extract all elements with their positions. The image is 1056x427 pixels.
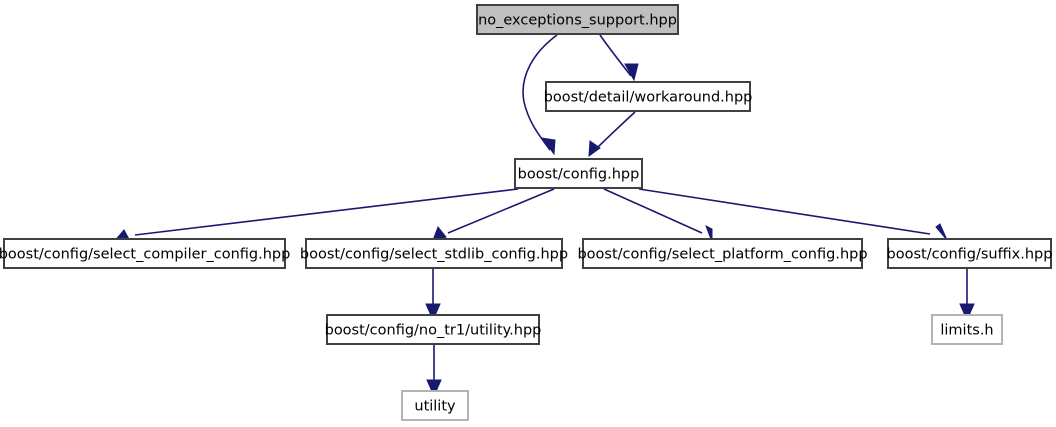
node-config[interactable]: boost/config.hpp — [514, 158, 643, 189]
node-box[interactable] — [3, 238, 286, 269]
node-label: limits.h — [940, 323, 993, 339]
node-limits_h[interactable]: limits.h — [931, 314, 1003, 345]
node-box[interactable] — [887, 238, 1052, 269]
arrowhead-icon — [959, 303, 975, 322]
edge-config-to-suffix — [638, 188, 948, 241]
edge-config-to-select_compiler — [111, 188, 519, 244]
node-select_compiler[interactable]: boost/config/select_compiler_config.hpp — [0, 238, 290, 269]
node-label: boost/detail/workaround.hpp — [544, 90, 753, 106]
node-label: utility — [414, 399, 456, 415]
edge-line — [594, 111, 636, 151]
edge-line — [638, 188, 931, 235]
node-box[interactable] — [545, 81, 751, 112]
node-label: boost/config/suffix.hpp — [887, 247, 1053, 263]
nodes-layer: no_exceptions_support.hpp boost/detail/wo… — [0, 4, 1053, 421]
arrowhead-icon — [935, 223, 948, 241]
edge-line — [447, 188, 555, 234]
node-select_stdlib[interactable]: boost/config/select_stdlib_config.hpp — [300, 238, 568, 269]
edge-no_tr1_utility-to-utility — [426, 345, 442, 398]
arrowhead-icon — [426, 379, 442, 398]
node-box[interactable] — [326, 314, 540, 345]
edge-config-to-select_platform — [603, 188, 713, 243]
node-box[interactable] — [931, 314, 1003, 345]
node-root[interactable]: no_exceptions_support.hpp — [476, 4, 679, 35]
edge-suffix-to-limits_h — [959, 269, 975, 322]
edge-line — [603, 188, 703, 234]
node-label: boost/config/select_platform_config.hpp — [577, 247, 867, 263]
edge-line — [599, 34, 632, 77]
edge-select_stdlib-to-no_tr1_utility — [425, 269, 441, 322]
node-label: boost/config/select_compiler_config.hpp — [0, 247, 290, 263]
edge-root-to-workaround — [599, 34, 639, 82]
node-box[interactable] — [514, 158, 643, 189]
node-box[interactable] — [401, 390, 469, 421]
node-no_tr1_utility[interactable]: boost/config/no_tr1/utility.hpp — [325, 314, 542, 345]
node-select_platform[interactable]: boost/config/select_platform_config.hpp — [577, 238, 868, 269]
node-label: boost/config/no_tr1/utility.hpp — [325, 323, 542, 339]
node-utility[interactable]: utility — [401, 390, 469, 421]
node-label: boost/config/select_stdlib_config.hpp — [300, 247, 568, 263]
arrowhead-icon — [540, 137, 556, 156]
arrowhead-icon — [588, 140, 601, 158]
node-box[interactable] — [305, 238, 563, 269]
arrowhead-icon — [624, 63, 639, 82]
edge-root-to-config — [522, 34, 558, 156]
node-label: no_exceptions_support.hpp — [478, 13, 677, 29]
arrowhead-icon — [425, 303, 441, 322]
node-workaround[interactable]: boost/detail/workaround.hpp — [544, 81, 753, 112]
node-box[interactable] — [582, 238, 863, 269]
node-box[interactable] — [476, 4, 679, 35]
node-suffix[interactable]: boost/config/suffix.hpp — [887, 238, 1053, 269]
edge-line — [522, 34, 558, 151]
edge-line — [134, 188, 519, 236]
node-label: boost/config.hpp — [518, 167, 640, 183]
edge-workaround-to-config — [588, 111, 636, 158]
